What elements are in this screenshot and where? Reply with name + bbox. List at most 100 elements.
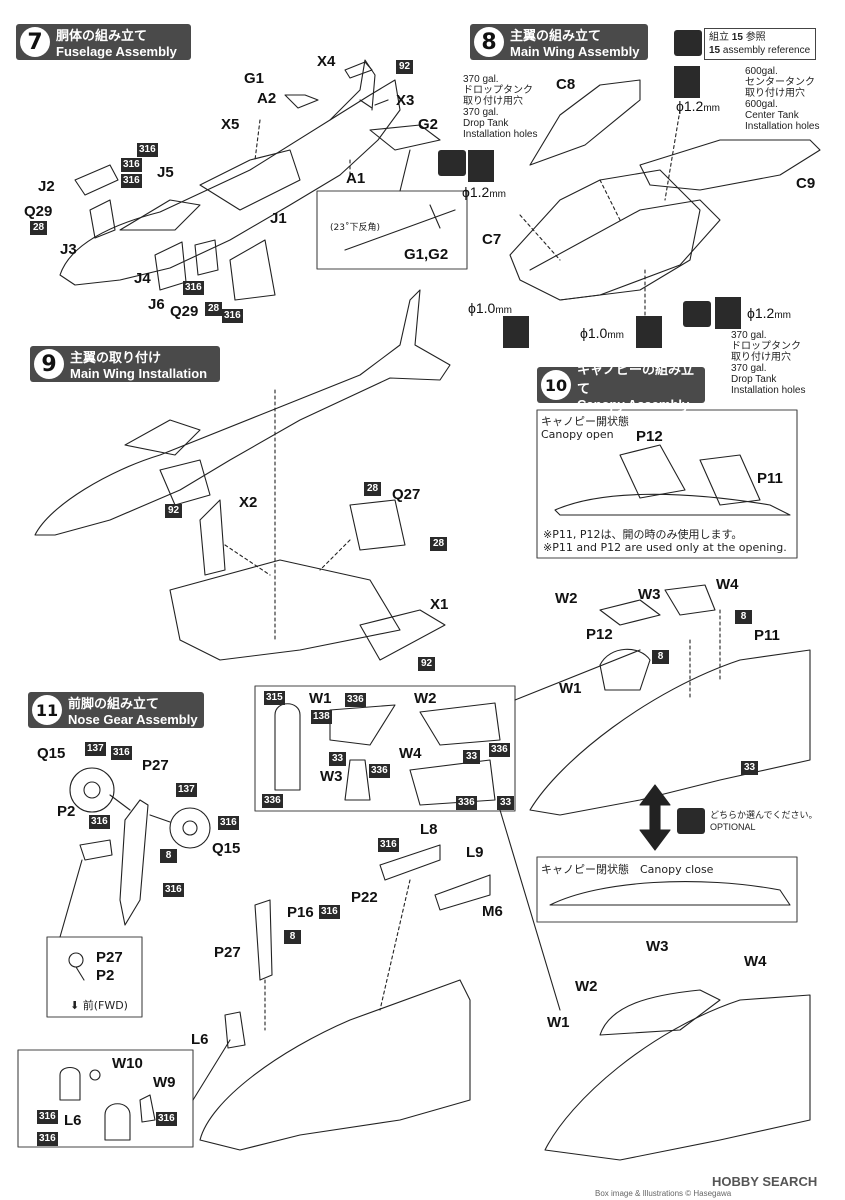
part-q15: Q15 xyxy=(37,745,66,762)
lower-aircraft-drawing xyxy=(199,979,471,1151)
part-l9: L9 xyxy=(466,844,484,861)
aircraft-drawing xyxy=(34,289,451,661)
color-badge-28: 28 xyxy=(205,302,222,316)
part-p12: P12 xyxy=(636,428,663,445)
part-w1: W1 xyxy=(559,680,582,697)
step-title-en: Fuselage Assembly xyxy=(56,44,177,59)
color-badge-316: 316 xyxy=(111,746,132,760)
color-badge-316: 316 xyxy=(89,815,110,829)
part-j4: J4 xyxy=(134,270,151,287)
assembly-ref-num: 15 xyxy=(709,45,721,56)
color-badge-8: 8 xyxy=(652,650,669,664)
color-badge-92: 92 xyxy=(396,60,413,74)
drill-icon xyxy=(715,297,741,329)
step-title-en: Nose Gear Assembly xyxy=(68,712,198,727)
color-badge-336: 336 xyxy=(369,764,390,778)
color-badge-8: 8 xyxy=(160,849,177,863)
canopy-open-label-en: Canopy open xyxy=(541,428,614,441)
color-badge-28: 28 xyxy=(364,482,381,496)
down-arrow-icon: ⬇ xyxy=(70,999,83,1012)
canopy-close-drawing xyxy=(544,994,811,1161)
part-p16: P16 xyxy=(287,904,314,921)
part-c7: C7 xyxy=(482,231,502,248)
part-w2: W2 xyxy=(414,690,437,707)
drill-icon xyxy=(636,316,662,348)
color-badge-316: 316 xyxy=(121,158,142,172)
dihedral-note: (23˚下反角) xyxy=(330,223,380,233)
color-badge-138: 138 xyxy=(311,710,332,724)
part-m6: M6 xyxy=(482,903,503,920)
step-number: 9 xyxy=(34,349,64,379)
assembly-ref-num: 15 xyxy=(731,32,743,43)
color-badge-33: 33 xyxy=(463,750,480,764)
part-x4: X4 xyxy=(317,53,336,70)
color-badge-92: 92 xyxy=(418,657,435,671)
part-g2: G2 xyxy=(418,116,439,133)
part-j3: J3 xyxy=(60,241,77,258)
color-badge-316: 316 xyxy=(183,281,204,295)
part-x3: X3 xyxy=(396,92,415,109)
drill-diameter: ϕ1.0mm xyxy=(580,325,624,341)
step-title-jp: 前脚の組み立て xyxy=(68,697,160,712)
part-l6: L6 xyxy=(64,1112,82,1129)
optional-note-jp: どちらか選んでください。 xyxy=(710,810,818,820)
part-p22: P22 xyxy=(351,889,378,906)
nose-gear-drawing xyxy=(69,767,211,926)
optional-icon xyxy=(683,301,711,327)
part-q27: Q27 xyxy=(392,486,421,503)
part-l8: L8 xyxy=(420,821,438,838)
step-title-jp: キャノピーの組み立て xyxy=(577,362,695,397)
drill-diameter: ϕ1.2mm xyxy=(747,305,791,321)
part-w9: W9 xyxy=(153,1074,176,1091)
color-badge-315: 315 xyxy=(264,691,285,705)
drill-icon xyxy=(468,150,494,182)
color-badge-336: 336 xyxy=(489,743,510,757)
part-w4: W4 xyxy=(399,745,422,762)
part-g1: G1 xyxy=(244,70,265,87)
assembly-ref-en: assembly reference xyxy=(722,45,811,56)
color-badge-316: 316 xyxy=(319,905,340,919)
part-q29: Q29 xyxy=(170,303,199,320)
part-p27: P27 xyxy=(96,949,123,966)
fwd-label: ⬇ 前(FWD) xyxy=(70,999,128,1012)
step-title-en: Canopy Assembly xyxy=(577,396,690,412)
part-w3: W3 xyxy=(320,768,343,785)
assembly-ref-jp2: 参照 xyxy=(745,32,766,43)
part-c8: C8 xyxy=(556,76,576,93)
color-badge-316: 316 xyxy=(378,838,399,852)
step-title-jp: 主翼の組み立て xyxy=(510,29,602,44)
color-badge-28: 28 xyxy=(430,537,447,551)
part-p11: P11 xyxy=(754,627,780,644)
part-x5: X5 xyxy=(221,116,240,133)
color-badge-92: 92 xyxy=(165,504,182,518)
part-w3: W3 xyxy=(638,586,661,603)
color-badge-336: 336 xyxy=(262,794,283,808)
part-j6: J6 xyxy=(148,296,165,313)
step-number: 11 xyxy=(32,695,62,725)
part-p27: P27 xyxy=(142,757,169,774)
drill-diameter: ϕ1.0mm xyxy=(468,300,512,316)
canopy-close-label: キャノピー閉状態 Canopy close xyxy=(541,863,714,876)
fuselage-drawing xyxy=(59,59,441,301)
optional-icon xyxy=(674,30,702,56)
part-w3: W3 xyxy=(646,938,669,955)
optional-icon xyxy=(438,150,466,176)
part-q15: Q15 xyxy=(212,840,241,857)
part-w4: W4 xyxy=(716,576,739,593)
canopy-open-detail xyxy=(554,493,791,516)
assembly-reference-box: 組立 15 参照 15 assembly reference xyxy=(704,28,816,60)
part-p2: P2 xyxy=(96,967,115,984)
color-badge-33: 33 xyxy=(741,761,758,775)
color-badge-316: 316 xyxy=(222,309,243,323)
step-number: 8 xyxy=(474,27,504,57)
part-w2: W2 xyxy=(555,590,578,607)
step-title-en: Main Wing Assembly xyxy=(510,44,640,59)
color-badge-316: 316 xyxy=(121,174,142,188)
optional-note-en: OPTIONAL xyxy=(710,822,756,832)
part-a2: A2 xyxy=(257,90,277,107)
part-w4: W4 xyxy=(744,953,767,970)
